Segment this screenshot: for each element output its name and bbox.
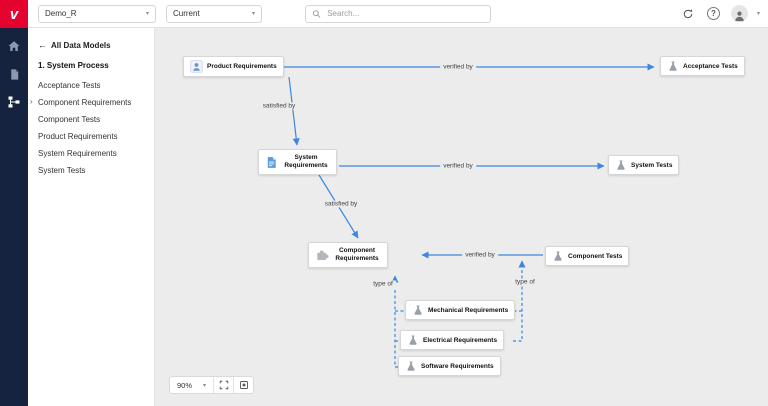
node-label: Acceptance Tests: [683, 62, 738, 70]
edge-type-of-right: [513, 260, 526, 342]
node-label: Mechanical Requirements: [428, 306, 509, 314]
search-box: [305, 4, 491, 23]
back-arrow-icon: ←: [38, 40, 47, 50]
sidebar-item-system-tests[interactable]: System Tests: [38, 166, 86, 175]
edge-label: verified by: [462, 251, 498, 259]
zoom-toolbar: 90% ▾: [169, 376, 255, 394]
sidebar-item-component-requirements[interactable]: › Component Requirements: [30, 94, 148, 111]
flask-icon: [669, 61, 677, 71]
edge-label: verified by: [440, 63, 476, 71]
edge-type-of-left: [391, 275, 399, 368]
node-label: Component Requirements: [335, 247, 379, 263]
minimap-button[interactable]: [233, 377, 253, 393]
person-photo-icon: [190, 60, 203, 73]
top-bar: Demo_R ▾ Current ▾ ?: [28, 0, 768, 28]
user-menu[interactable]: ▾: [730, 5, 760, 22]
minimap-icon: [239, 381, 248, 389]
chevron-down-icon: ▾: [145, 11, 149, 17]
sidebar-item-product-requirements[interactable]: Product Requirements: [38, 132, 118, 141]
node-label: Product Requirements: [207, 63, 277, 70]
edge-label: type of: [512, 278, 538, 286]
data-models-nav-button[interactable]: [6, 94, 22, 110]
node-component-tests[interactable]: Component Tests: [545, 246, 630, 266]
node-acceptance-tests[interactable]: Acceptance Tests: [660, 56, 745, 76]
expander-icon[interactable]: ›: [30, 97, 33, 106]
node-component-requirements[interactable]: Component Requirements: [308, 242, 388, 269]
node-system-tests[interactable]: System Tests: [608, 155, 680, 175]
flask-icon: [409, 335, 417, 345]
zoom-level-select[interactable]: 90% ▾: [170, 381, 213, 390]
node-mechanical-requirements[interactable]: Mechanical Requirements: [405, 300, 516, 320]
version-select-value: Current: [173, 9, 200, 18]
icon-rail: v: [0, 0, 28, 406]
avatar: [730, 5, 748, 22]
home-nav-button[interactable]: [6, 38, 22, 54]
flask-icon: [617, 160, 625, 170]
project-select-value: Demo_R: [45, 9, 77, 18]
flask-icon: [414, 305, 422, 315]
selected-data-model[interactable]: 1. System Process: [38, 61, 109, 70]
sidebar-item-acceptance-tests[interactable]: Acceptance Tests: [38, 81, 101, 90]
node-label: System Tests: [631, 161, 673, 169]
help-icon[interactable]: ?: [706, 7, 720, 20]
refresh-icon: [683, 8, 693, 18]
puzzle-icon: [317, 250, 329, 261]
node-electrical-requirements[interactable]: Electrical Requirements: [400, 330, 505, 350]
zoom-level-value: 90%: [177, 380, 193, 390]
node-label: Component Tests: [568, 252, 623, 260]
person-icon: [735, 11, 744, 22]
node-product-requirements[interactable]: Product Requirements: [183, 56, 284, 77]
node-system-requirements[interactable]: System Requirements: [258, 149, 337, 176]
node-label: Software Requirements: [421, 362, 494, 370]
flask-icon: [407, 361, 415, 371]
version-select[interactable]: Current ▾: [166, 4, 262, 23]
project-select[interactable]: Demo_R ▾: [38, 4, 156, 23]
back-label: All Data Models: [51, 40, 111, 50]
fullscreen-icon: [219, 380, 228, 390]
node-software-requirements[interactable]: Software Requirements: [398, 356, 501, 376]
edge-satisfied-by-1: [288, 76, 300, 146]
diagram-icon: [8, 96, 20, 108]
node-label: System Requirements: [284, 154, 328, 170]
edge-label: verified by: [440, 162, 476, 170]
search-input[interactable]: [325, 8, 484, 19]
chevron-down-icon: ▾: [756, 11, 760, 17]
document-icon: [10, 68, 18, 80]
node-label: Electrical Requirements: [423, 336, 498, 344]
chevron-down-icon: ▾: [203, 382, 207, 389]
sidebar-item-label: Component Requirements: [38, 98, 132, 107]
refresh-button[interactable]: [680, 6, 696, 22]
chevron-down-icon: ▾: [251, 11, 255, 17]
documents-nav-button[interactable]: [6, 66, 22, 82]
diagram-canvas[interactable]: verified by satisfied by verified by sat…: [155, 28, 768, 406]
edge-label: type of: [370, 280, 396, 288]
edge-label: satisfied by: [321, 200, 361, 208]
fit-to-screen-button[interactable]: [213, 377, 233, 393]
document-icon: [267, 156, 276, 168]
flask-icon: [554, 251, 562, 261]
search-icon: [312, 9, 321, 18]
back-all-data-models[interactable]: ← All Data Models: [38, 40, 148, 50]
sidebar-item-component-tests[interactable]: Component Tests: [38, 115, 101, 124]
sidebar: ← All Data Models 1. System Process Acce…: [28, 28, 155, 406]
brand-logo[interactable]: v: [0, 0, 28, 28]
edge-label: satisfied by: [259, 102, 299, 110]
sidebar-item-system-requirements[interactable]: System Requirements: [38, 149, 117, 158]
home-icon: [8, 41, 20, 51]
